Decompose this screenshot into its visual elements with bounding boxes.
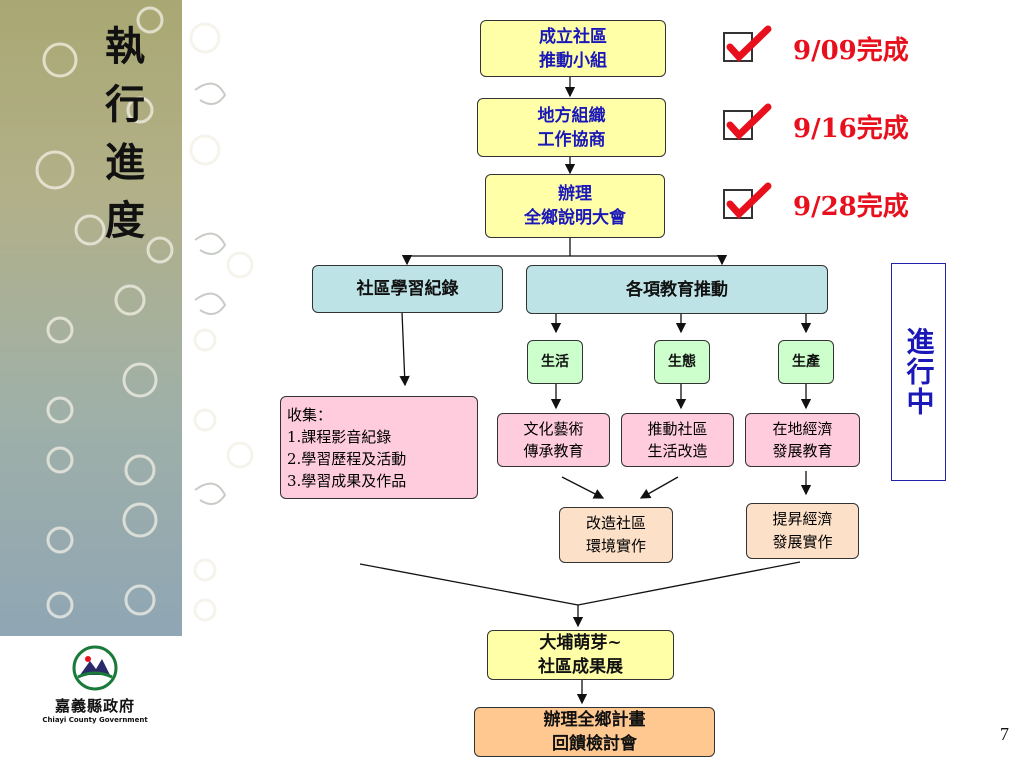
category-ecology: 生態 [654,340,710,384]
review-meeting-box: 辦理全鄉計畫 回饋檢討會 [474,707,715,757]
checkmark-icon [723,25,772,63]
category-production: 生產 [778,340,834,384]
category-life: 生活 [527,340,583,384]
status-done-1: 9/09完成 [793,36,909,66]
status-done-3: 9/28完成 [793,192,909,222]
flow-step-1: 成立社區 推動小組 [480,20,666,77]
logo-name: 嘉義縣政府 [54,697,135,715]
edu-economy: 在地經濟 發展教育 [745,413,860,467]
status-done-2: 9/16完成 [793,114,909,144]
collect-box: 收集： 1.課程影音紀錄 2.學習歷程及活動 3.學習成果及作品 [280,396,478,499]
checkmark-icon [723,103,772,141]
exhibition-box: 大埔萌芽~ 社區成果展 [487,630,674,680]
section-title: 執 行 進 度 [105,23,145,244]
practice-environment: 改造社區 環境實作 [559,507,673,563]
branch-learning-record: 社區學習紀錄 [312,265,503,313]
sidebar-panel: 執 行 進 度 [0,0,254,636]
decorative-swirls [35,6,254,622]
logo-english: Chiayi County Government [42,716,148,724]
edu-community: 推動社區 生活改造 [621,413,734,467]
edu-culture: 文化藝術 傳承教育 [497,413,610,467]
practice-economy: 提昇經濟 發展實作 [746,503,859,559]
flow-step-2: 地方組織 工作協商 [477,98,666,157]
branch-education: 各項教育推動 [526,265,828,314]
government-logo: 嘉義縣政府 Chiayi County Government [20,645,170,724]
checkmark-icon [723,182,772,220]
flow-step-3: 辦理 全鄉說明大會 [485,174,665,238]
status-ongoing: 進行中 [891,263,946,481]
county-emblem-icon [72,645,118,691]
page-number: 7 [1000,724,1009,744]
